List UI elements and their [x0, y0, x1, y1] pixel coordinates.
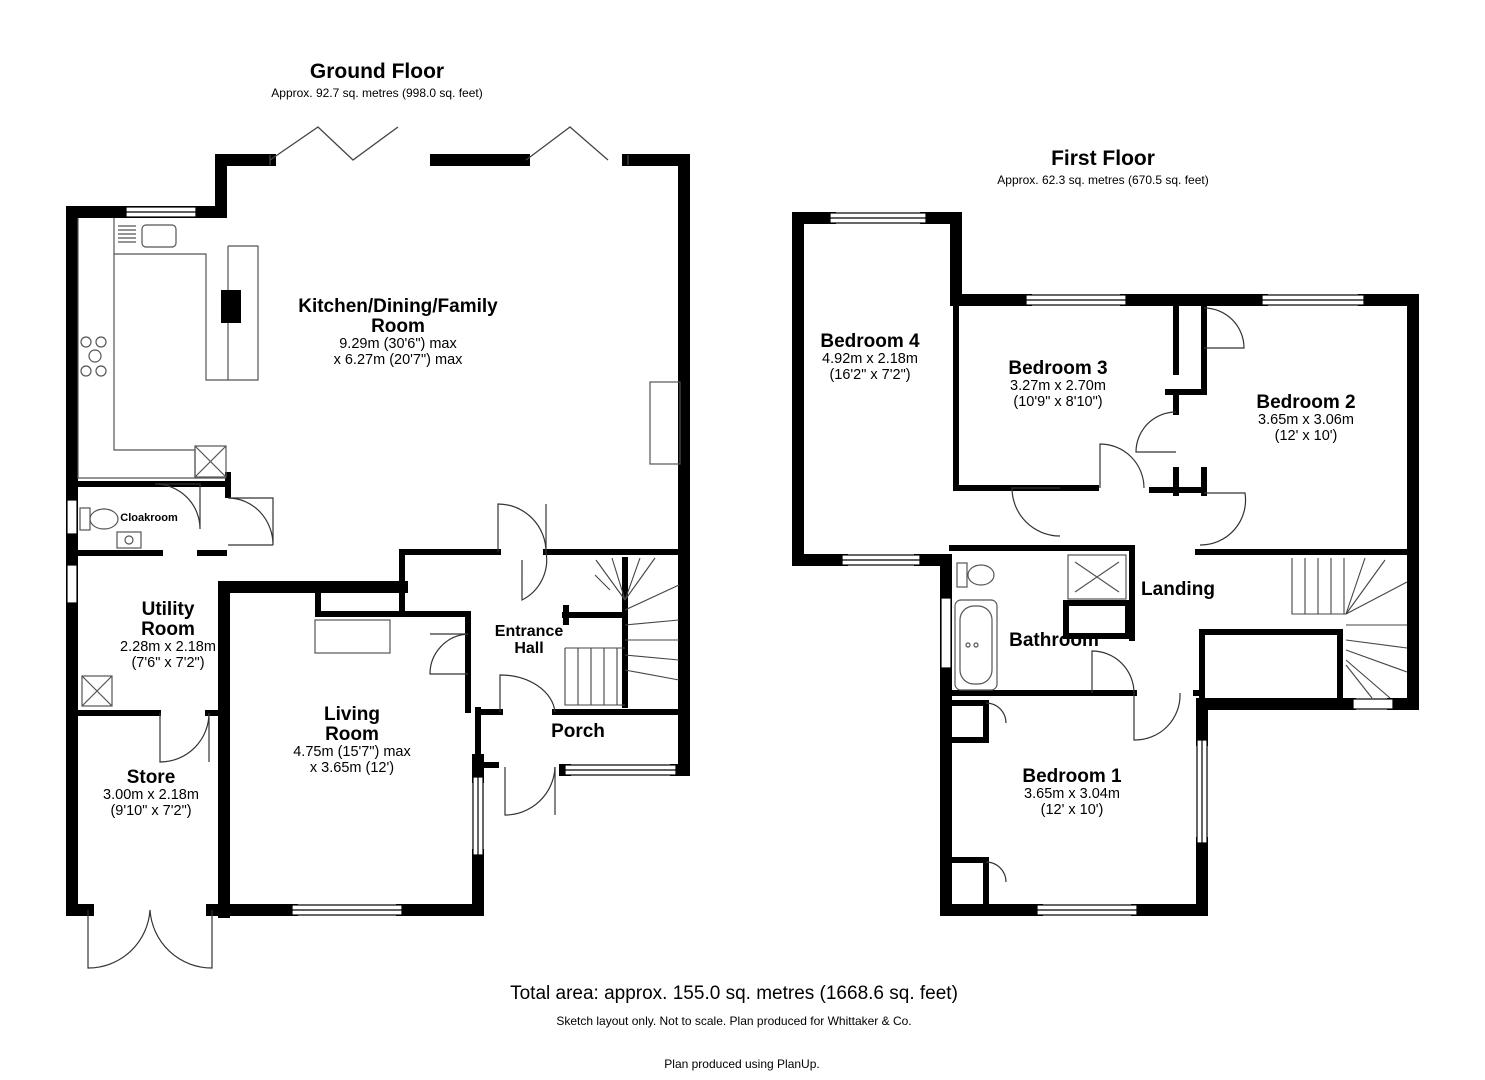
- room-bedroom3: Bedroom 3 3.27m x 2.70m (10'9" x 8'10"): [988, 359, 1128, 411]
- room-utility-name-2: Room: [141, 618, 195, 640]
- ground-floor-area: Approx. 92.7 sq. metres (998.0 sq. feet): [271, 86, 483, 100]
- room-bedroom3-name: Bedroom 3: [1008, 358, 1108, 379]
- room-porch-name: Porch: [551, 721, 605, 742]
- first-floor-stairs: [1291, 557, 1408, 699]
- room-bedroom3-dims-2: (10'9" x 8'10"): [1013, 393, 1103, 410]
- room-bathroom-name: Bathroom: [1009, 630, 1099, 651]
- room-bedroom1: Bedroom 1 3.65m x 3.04m (12' x 10'): [1002, 767, 1142, 819]
- disclaimer: Sketch layout only. Not to scale. Plan p…: [556, 1014, 912, 1028]
- room-entrance-hall: Entrance Hall: [484, 623, 574, 658]
- room-utility-dims-2: (7'6" x 7'2"): [131, 654, 205, 671]
- room-kitchen: Kitchen/Dining/Family Room 9.29m (30'6")…: [268, 297, 528, 369]
- room-store: Store 3.00m x 2.18m (9'10" x 7'2"): [81, 768, 221, 820]
- room-utility: Utility Room 2.28m x 2.18m (7'6" x 7'2"): [98, 600, 238, 672]
- ground-floor-title: Ground Floor: [309, 60, 445, 83]
- room-living: Living Room 4.75m (15'7") max x 3.65m (1…: [267, 705, 437, 777]
- first-floor-title: First Floor: [1051, 147, 1155, 170]
- room-kitchen-name: Kitchen/Dining/Family: [298, 296, 498, 317]
- room-living-dims-2: x 3.65m (12'): [309, 759, 395, 776]
- first-floor-walls: [792, 212, 1419, 916]
- room-landing-name: Landing: [1141, 579, 1215, 600]
- room-kitchen-name-2: Room: [371, 315, 425, 337]
- room-bedroom2-dims-2: (12' x 10'): [1274, 427, 1338, 444]
- room-bedroom1-name: Bedroom 1: [1022, 766, 1122, 787]
- room-kitchen-dims: 9.29m (30'6") max: [339, 335, 457, 352]
- bifold-doors: [269, 126, 629, 165]
- first-floor-doors: [985, 307, 1247, 883]
- room-utility-name: Utility: [141, 599, 195, 620]
- total-area: Total area: approx. 155.0 sq. metres (16…: [510, 983, 958, 1004]
- room-entrance-hall-name-2: Hall: [514, 639, 544, 657]
- kitchen-units: [77, 218, 681, 654]
- room-bedroom1-dims-2: (12' x 10'): [1040, 801, 1104, 818]
- chimney-breast: [221, 290, 241, 323]
- ground-floor-inner-walls: [75, 472, 687, 773]
- ground-floor-stairs: [564, 557, 680, 706]
- room-bedroom3-dims: 3.27m x 2.70m: [1010, 377, 1106, 394]
- ground-floor-doors: [87, 483, 556, 969]
- room-bedroom1-dims: 3.65m x 3.04m: [1024, 785, 1120, 802]
- room-bedroom4-dims: 4.92m x 2.18m: [822, 350, 918, 367]
- room-store-name: Store: [126, 767, 176, 788]
- room-bedroom2-dims: 3.65m x 3.06m: [1258, 411, 1354, 428]
- bathroom-fixtures: [954, 554, 1127, 691]
- room-bedroom4: Bedroom 4 4.92m x 2.18m (16'2" x 7'2"): [800, 332, 940, 384]
- room-kitchen-dims-2: x 6.27m (20'7") max: [333, 351, 463, 368]
- room-bedroom2: Bedroom 2 3.65m x 3.06m (12' x 10'): [1236, 393, 1376, 445]
- room-entrance-hall-name: Entrance: [494, 623, 564, 640]
- room-bedroom4-dims-2: (16'2" x 7'2"): [829, 366, 911, 383]
- room-cloakroom-name: Cloakroom: [120, 512, 178, 524]
- room-living-dims: 4.75m (15'7") max: [293, 743, 411, 760]
- room-store-dims-2: (9'10" x 7'2"): [110, 802, 192, 819]
- first-floor-area: Approx. 62.3 sq. metres (670.5 sq. feet): [997, 173, 1209, 187]
- room-living-name-2: Room: [325, 723, 379, 745]
- cloakroom-fixtures: [79, 507, 142, 707]
- ground-floor-windows: [66, 206, 677, 916]
- first-floor-windows: [829, 212, 1394, 916]
- room-bedroom4-name: Bedroom 4: [820, 331, 920, 352]
- room-store-dims: 3.00m x 2.18m: [103, 786, 199, 803]
- room-bedroom2-name: Bedroom 2: [1256, 392, 1356, 413]
- room-living-name: Living: [324, 704, 380, 725]
- plan-credit: Plan produced using PlanUp.: [664, 1057, 820, 1071]
- room-utility-dims: 2.28m x 2.18m: [120, 638, 216, 655]
